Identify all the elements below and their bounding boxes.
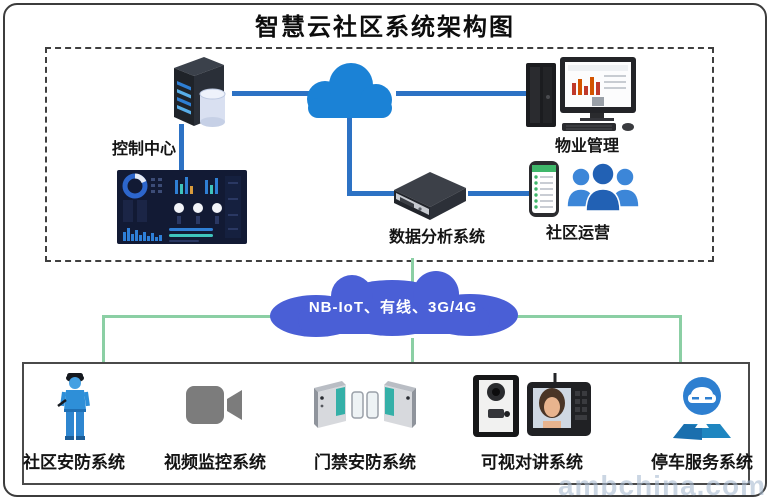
connector-network-left-v [102,315,105,363]
connector-network-right-v [679,315,682,363]
watermark: ambchina.com [558,470,766,502]
connector-network-right-h [512,315,682,318]
property-management-label: 物业管理 [543,132,631,156]
connector-nas-community [468,191,532,196]
community-operation-label: 社区运营 [536,219,620,243]
subsystem-video-surveillance: 视频监控系统 [153,368,277,474]
subsystem-label: 社区安防系统 [12,448,136,473]
video-intercom-icon [470,368,594,444]
page-title: 智慧云社区系统架构图 [0,7,770,42]
cloud-icon [294,58,404,122]
smartphone-users-icon [529,161,643,217]
control-center-label: 控制中心 [98,135,190,159]
subsystem-access-control: 门禁安防系统 [303,368,427,474]
desktop-computer-icon [524,55,644,133]
parking-service-icon [640,368,764,444]
video-camera-icon [153,368,277,444]
subsystem-video-intercom: 可视对讲系统 [470,368,594,474]
connector-network-left-h [102,315,276,318]
nas-server-icon [386,164,472,224]
security-guard-icon [12,368,136,444]
subsystem-community-security: 社区安防系统 [12,368,136,474]
network-cloud-label: NB-IoT、有线、3G/4G [266,296,520,317]
subsystem-label: 门禁安防系统 [303,448,427,473]
subsystem-label: 视频监控系统 [153,448,277,473]
subsystem-parking-service: 停车服务系统 [640,368,764,474]
connector-cloud-computer [396,91,528,96]
turnstile-gate-icon [303,368,427,444]
server-tower-icon [160,54,236,132]
dashboard-screen-icon [117,170,247,244]
connector-cloud-nas-vertical [347,118,352,196]
data-analysis-label: 数据分析系统 [383,223,491,247]
